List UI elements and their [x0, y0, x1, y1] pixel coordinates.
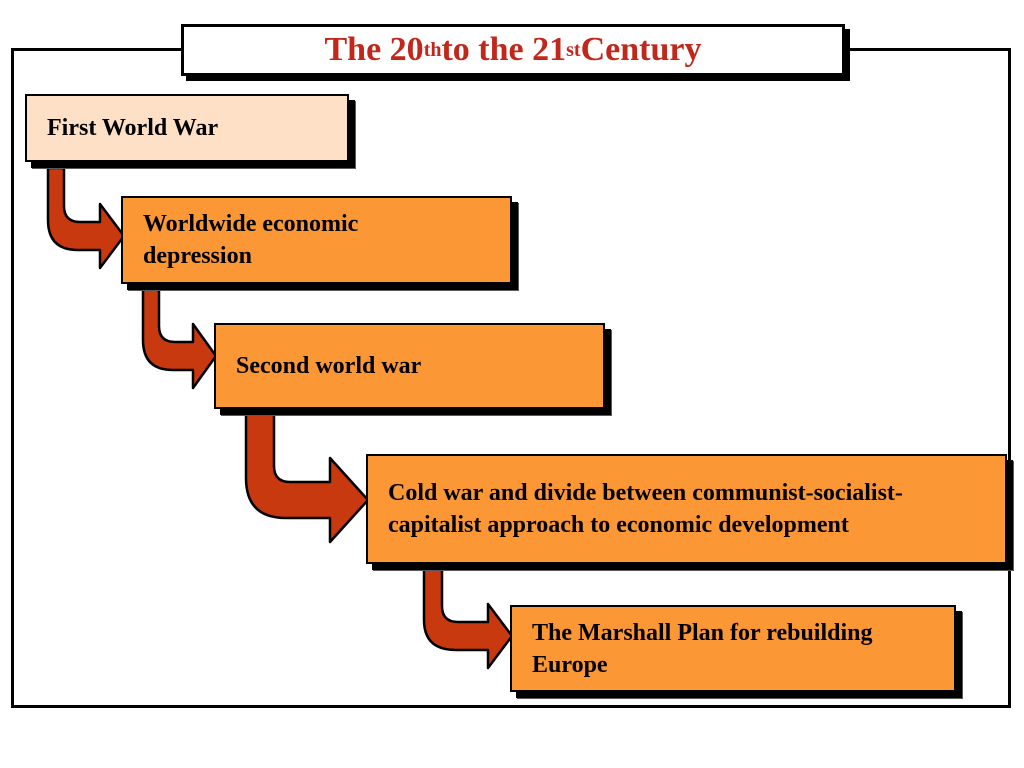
title-middle: to the 21: [441, 31, 567, 68]
step-label: First World War: [47, 115, 219, 141]
step-marshall-plan: The Marshall Plan for rebuilding Europe: [510, 605, 956, 692]
step-second-world-war: Second world war: [214, 323, 605, 409]
arrow-icon-2: [141, 286, 218, 390]
step-worldwide-economic-depression: Worldwide economic depression: [121, 196, 512, 284]
title-suffix: Century: [580, 31, 702, 68]
arrow-icon-1: [46, 166, 126, 270]
step-first-world-war: First World War: [25, 94, 349, 162]
arrow-icon-3: [244, 408, 370, 544]
step-label: Second world war: [236, 353, 422, 379]
step-label: Worldwide economic depression: [143, 211, 359, 269]
step-cold-war: Cold war and divide between communist-so…: [366, 454, 1007, 564]
title-prefix: The 20: [324, 31, 424, 68]
step-label: Cold war and divide between communist-so…: [388, 480, 903, 538]
step-label: The Marshall Plan for rebuilding Europe: [532, 619, 873, 678]
arrow-icon-4: [422, 566, 514, 670]
